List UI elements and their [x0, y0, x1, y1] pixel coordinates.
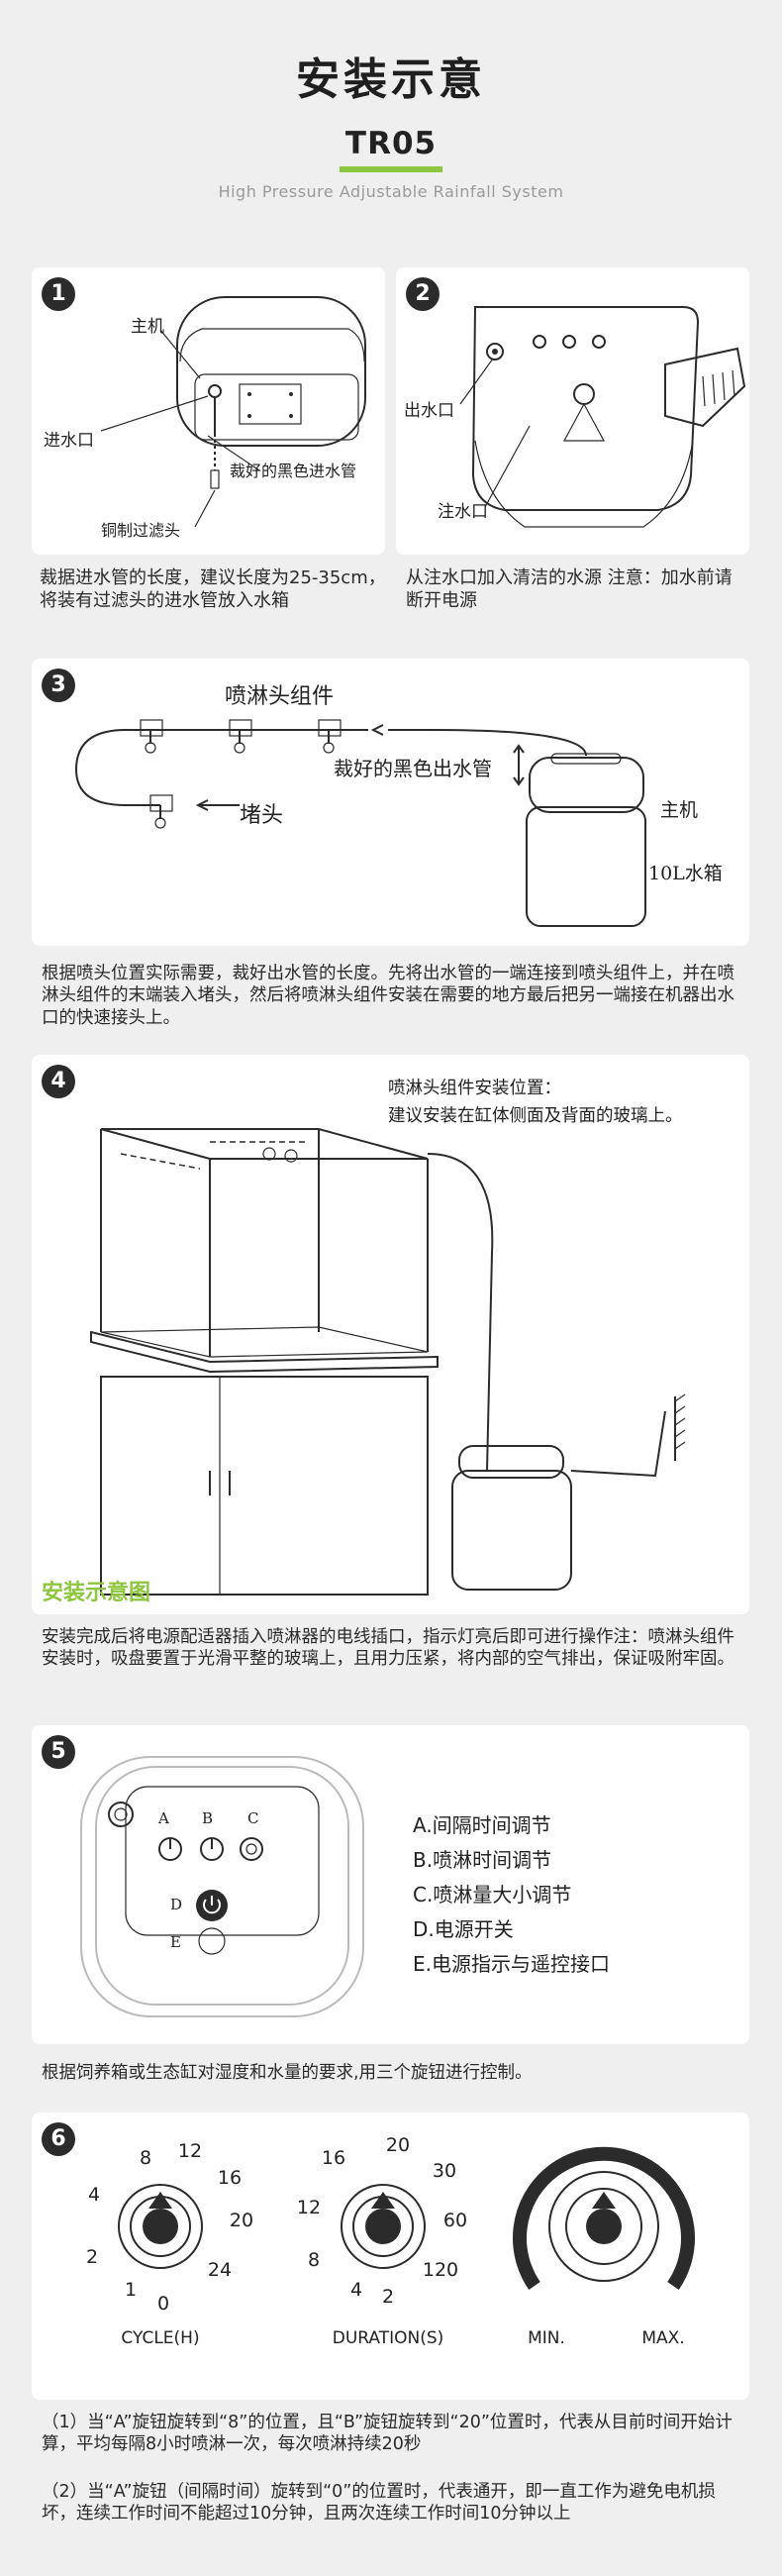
control-item-d: D.电源开关	[413, 1917, 514, 1941]
step6-text-1: （1）当“A”旋钮旋转到“8”的位置，且“B”旋钮旋转到“20”位置时，代表从目…	[42, 2413, 733, 2455]
step4-text: 安装完成后将电源配适器插入喷淋器的电线插口，指示灯亮后即可进行操作注：喷淋头组件…	[42, 1627, 734, 1670]
duration-label: 2	[381, 2286, 395, 2308]
label-nozzle-group: 喷淋头组件	[225, 684, 335, 709]
step1-card: 1 主机 进水口 裁好的黑色进水管 铜制过滤头	[32, 267, 385, 555]
duration-label: 60	[442, 2210, 468, 2231]
label-inlet: 进水口	[44, 431, 94, 451]
cycle-label: 24	[207, 2259, 233, 2281]
step6-text-2: （2）当“A”旋钮（间隔时间）旋转到“0”的位置时，代表通开，即一直工作为避免电…	[42, 2482, 716, 2524]
cycle-label: 2	[85, 2246, 99, 2268]
knob-label-b: B	[202, 1809, 214, 1827]
cycle-label: 4	[87, 2184, 101, 2206]
cycle-label: 20	[229, 2210, 254, 2231]
cycle-label: 0	[156, 2293, 170, 2315]
step-number: 6	[42, 2122, 75, 2156]
label-copper-filter: 铜制过滤头	[101, 521, 181, 540]
step-number: 5	[42, 1735, 75, 1769]
nozzle-pipe-illustration	[74, 719, 646, 927]
label-outlet: 出水口	[404, 401, 454, 421]
duration-caption: DURATION(S)	[332, 2328, 444, 2348]
label-host: 主机	[660, 799, 699, 821]
label-tank: 10L水箱	[648, 863, 723, 884]
model-name: TR05	[339, 127, 443, 173]
step3-text: 根据喷头位置实际需要，裁好出水管的长度。先将出水管的一端连接到喷头组件上，并在喷…	[42, 964, 734, 1028]
cycle-label: 12	[177, 2140, 203, 2162]
aquarium-install-illustration	[90, 1128, 686, 1596]
header: 安装示意 TR05 High Pressure Adjustable Rainf…	[0, 0, 782, 248]
step-number: 2	[406, 277, 440, 311]
knob-label-d: D	[170, 1896, 183, 1913]
cycle-label: 8	[139, 2147, 152, 2169]
duration-label: 4	[349, 2279, 363, 2301]
host-top-illustration	[459, 306, 746, 528]
step1-text: 裁据进水管的长度，建议长度为25-35cm，将装有过滤头的进水管放入水箱	[40, 567, 386, 612]
control-item-b: B.喷淋时间调节	[413, 1848, 552, 1872]
page-title: 安装示意	[296, 54, 486, 105]
cycle-caption: CYCLE(H)	[121, 2328, 200, 2348]
step6-card: 6 8 12 16 4 20 2 24 1 0 CYCLE(H) 16 20 3…	[32, 2112, 749, 2400]
step-number: 1	[42, 277, 75, 311]
knob-label-a: A	[158, 1809, 169, 1827]
label-black-inlet-pipe: 裁好的黑色进水管	[230, 462, 357, 480]
knob-label-c: C	[247, 1809, 259, 1827]
control-panel-illustration	[80, 1756, 364, 2017]
control-item-e: E.电源指示与遥控接口	[413, 1952, 610, 1976]
duration-label: 12	[296, 2197, 322, 2218]
volume-min-label: MIN.	[528, 2328, 565, 2348]
label-install-position-desc: 建议安装在缸体侧面及背面的玻璃上。	[388, 1106, 683, 1126]
page-subtitle: High Pressure Adjustable Rainfall System	[218, 182, 564, 202]
cycle-label: 1	[124, 2279, 138, 2301]
label-host: 主机	[131, 317, 164, 337]
step2-card: 2 出水口 注水口	[396, 267, 749, 555]
duration-label: 16	[321, 2147, 346, 2169]
knob-dials-illustration	[118, 2146, 695, 2290]
step5-text: 根据饲养箱或生态缸对湿度和水量的要求,用三个旋钮进行控制。	[42, 2063, 533, 2083]
control-item-c: C.喷淋量大小调节	[413, 1883, 572, 1906]
control-item-a: A.间隔时间调节	[413, 1813, 551, 1837]
label-install-position-title: 喷淋头组件安装位置：	[388, 1079, 561, 1098]
step3-card: 3 喷淋头组件 裁好的黑色出水管 堵头 主机 10L水箱	[32, 659, 749, 946]
cycle-label: 16	[217, 2167, 243, 2189]
step5-card: 5 A B C D E A.间隔时间调节 B.喷淋时间调节 C.喷淋量大小调节 …	[32, 1725, 749, 2044]
host-bottom-illustration	[100, 296, 366, 528]
step2-text: 从注水口加入清洁的水源 注意：加水前请断开电源	[406, 567, 733, 612]
label-outlet-pipe: 裁好的黑色出水管	[334, 757, 492, 780]
step-number: 3	[42, 669, 75, 702]
volume-max-label: MAX.	[641, 2328, 685, 2348]
step-number: 4	[42, 1065, 75, 1098]
label-fill-port: 注水口	[438, 502, 488, 522]
duration-label: 120	[422, 2259, 459, 2281]
duration-label: 30	[432, 2160, 457, 2182]
knob-label-e: E	[170, 1933, 181, 1951]
duration-label: 20	[385, 2134, 411, 2156]
duration-label: 8	[307, 2249, 321, 2271]
step4-card: 4 喷淋头组件安装位置： 建议安装在缸体侧面及背面的玻璃上。 安装示意图	[32, 1055, 749, 1614]
label-plug: 堵头	[240, 803, 284, 828]
install-diagram-caption: 安装示意图	[42, 1581, 151, 1605]
